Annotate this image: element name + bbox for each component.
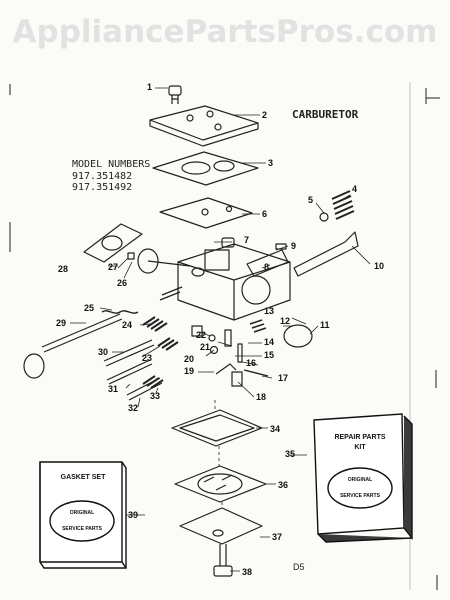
- part-23-spring: [157, 337, 179, 351]
- part-label-9[interactable]: 9: [291, 241, 297, 251]
- repair-kit-stamp-top: ORIGINAL: [347, 477, 373, 483]
- part-6-diaphragm: [159, 197, 253, 229]
- part-28-intake-gasket: [83, 223, 143, 263]
- part-label-26[interactable]: 26: [117, 278, 128, 288]
- part-label-21[interactable]: 21: [200, 342, 211, 352]
- gasket-set-label: GASKET SET: [60, 474, 106, 481]
- part-5-washer: [319, 212, 329, 222]
- part-17-shaft: [243, 369, 269, 377]
- part-label-37[interactable]: 37: [272, 532, 283, 542]
- part-label-30[interactable]: 30: [98, 347, 109, 357]
- part-27-screw: [127, 252, 135, 260]
- part-37-cover: [179, 507, 263, 545]
- repair-kit-label-line1: REPAIR PARTS: [334, 434, 386, 441]
- part-label-27[interactable]: 27: [108, 262, 119, 272]
- part-29-shaft: [41, 313, 123, 353]
- part-14-pin: [224, 329, 232, 347]
- part-22-valve: [191, 325, 203, 337]
- part-label-31[interactable]: 31: [108, 384, 119, 394]
- part-label-35[interactable]: 35: [285, 449, 296, 459]
- part-label-19[interactable]: 19: [184, 366, 195, 376]
- part-20-washer: [209, 345, 219, 355]
- gasket-set-stamp-top: ORIGINAL: [69, 510, 95, 516]
- part-label-3[interactable]: 3: [268, 158, 274, 168]
- part-label-10[interactable]: 10: [374, 261, 385, 271]
- part-38-screw: [213, 544, 233, 577]
- watermark: AppliancePartsPros.com: [12, 14, 438, 50]
- part-26-disc: [137, 248, 191, 274]
- part-label-33[interactable]: 33: [150, 391, 161, 401]
- part-label-23[interactable]: 23: [142, 353, 153, 363]
- part-31-needle: [106, 359, 153, 385]
- repair-parts-kit-box: [313, 413, 413, 543]
- part-label-29[interactable]: 29: [56, 318, 67, 328]
- model-number: 917.351492: [72, 182, 133, 193]
- part-10-lever: [293, 231, 359, 277]
- model-numbers-heading: MODEL NUMBERS: [72, 159, 151, 170]
- part-label-34[interactable]: 34: [270, 424, 281, 434]
- part-label-17[interactable]: 17: [278, 373, 289, 383]
- part-label-20[interactable]: 20: [184, 354, 195, 364]
- part-label-25[interactable]: 25: [84, 303, 95, 313]
- part-label-24[interactable]: 24: [122, 320, 133, 330]
- part-25-spring: [101, 310, 139, 314]
- diagram-title: CARBURETOR: [292, 108, 359, 121]
- part-19-lever: [215, 363, 237, 375]
- part-8-bracket: [246, 249, 289, 277]
- part-21-washer: [208, 334, 216, 342]
- part-24-spring: [142, 316, 168, 332]
- carburetor-body: [159, 243, 291, 321]
- part-label-38[interactable]: 38: [242, 567, 253, 577]
- part-label-22[interactable]: 22: [196, 330, 207, 340]
- part-4-spring: [331, 190, 355, 220]
- part-34-gasket: [171, 409, 263, 447]
- part-label-11[interactable]: 11: [320, 320, 330, 330]
- repair-kit-stamp-bottom: SERVICE PARTS: [340, 493, 380, 499]
- part-label-28[interactable]: 28: [58, 264, 69, 274]
- part-label-7[interactable]: 7: [244, 235, 250, 245]
- part-32-screw: [126, 377, 163, 401]
- part-29-plate: [23, 353, 45, 379]
- part-label-36[interactable]: 36: [278, 480, 289, 490]
- part-label-15[interactable]: 15: [264, 350, 275, 360]
- part-label-1[interactable]: 1: [147, 82, 153, 92]
- part-9-screw: [275, 243, 287, 250]
- model-number: 917.351482: [72, 171, 133, 182]
- gasket-set-box: [39, 461, 127, 569]
- part-1-screw: [168, 85, 182, 104]
- part-36-pump-body: [174, 465, 267, 503]
- part-label-18[interactable]: 18: [256, 392, 267, 402]
- part-7-nut: [221, 237, 235, 248]
- part-label-39[interactable]: 39: [128, 510, 139, 520]
- part-16-needle: [237, 343, 243, 363]
- part-13-spring: [249, 319, 267, 333]
- part-label-13[interactable]: 13: [264, 306, 275, 316]
- leader-lines: [70, 87, 371, 572]
- part-30-needle: [103, 339, 155, 367]
- gasket-set-stamp-bottom: SERVICE PARTS: [62, 526, 102, 532]
- part-label-2[interactable]: 2: [262, 110, 268, 120]
- assembly-centerline: [214, 400, 223, 508]
- part-2-cover: [149, 105, 259, 147]
- part-label-4[interactable]: 4: [352, 184, 358, 194]
- part-3-gasket: [152, 151, 259, 186]
- repair-kit-label-line2: KIT: [354, 444, 366, 451]
- part-label-8[interactable]: 8: [264, 262, 270, 272]
- part-11-throttle-plate: [283, 324, 313, 348]
- right-border-mark: [425, 88, 440, 590]
- part-label-12[interactable]: 12: [280, 316, 291, 326]
- part-label-5[interactable]: 5: [308, 195, 314, 205]
- part-label-6[interactable]: 6: [262, 209, 268, 219]
- part-label-14[interactable]: 14: [264, 337, 275, 347]
- figure-code: D5: [293, 562, 305, 572]
- part-label-32[interactable]: 32: [128, 403, 139, 413]
- part-label-16[interactable]: 16: [246, 358, 257, 368]
